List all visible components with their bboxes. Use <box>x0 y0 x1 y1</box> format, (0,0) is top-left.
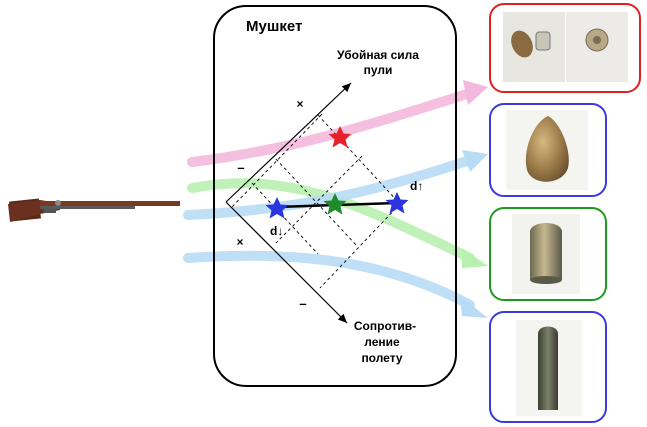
musket-image <box>8 198 180 222</box>
blue-star-right <box>385 192 409 214</box>
pink-flow-arrow <box>187 80 488 167</box>
image-box-elongated-bullet <box>489 311 607 423</box>
image-box-cartridges <box>489 3 641 93</box>
musket-panel <box>213 5 457 387</box>
blue-flow-arrow-upper <box>183 150 488 220</box>
axis-lower-label-line1: Сопротив- <box>354 319 416 333</box>
panel-title: Мушкет <box>246 18 302 35</box>
green-star <box>323 193 347 215</box>
sign-minus-upper: – <box>237 160 244 175</box>
dashed-grid <box>230 113 401 289</box>
label-d-down: d↓ <box>270 224 283 238</box>
image-box-ball-bullet <box>489 103 607 197</box>
image-box-conical-bullet <box>489 207 607 301</box>
label-d-up: d↑ <box>410 179 423 193</box>
sign-plus-upper: × <box>296 97 303 111</box>
axis-lower-label-line2: ление <box>364 335 400 349</box>
red-star <box>328 126 352 148</box>
axis-lower <box>225 201 348 324</box>
blue-star-left <box>265 197 289 219</box>
axis-upper-label-line1: Убойная сила <box>337 48 419 62</box>
blue-flow-arrow-lower <box>183 250 488 318</box>
axis-lower-label-line3: полету <box>361 351 402 365</box>
axis-upper-label-line2: пули <box>364 63 393 77</box>
sign-plus-lower: × <box>236 235 243 249</box>
sign-minus-lower: – <box>299 296 306 311</box>
axis-upper <box>225 82 352 203</box>
